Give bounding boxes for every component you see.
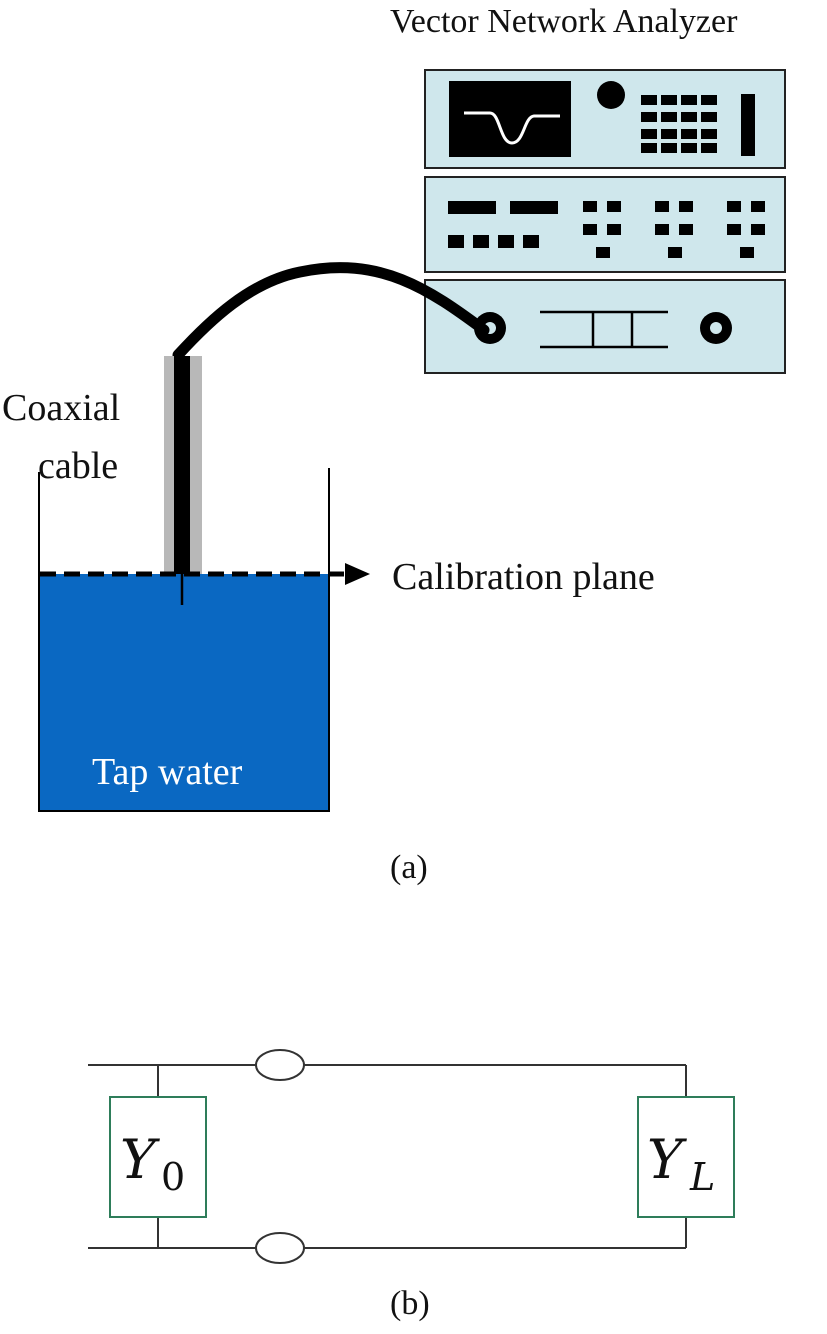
figure-a: Vector Network Analyzer <box>2 3 786 886</box>
vna-connector-symbol <box>540 310 668 349</box>
vna-screen <box>449 81 571 157</box>
yl-subscript: L <box>689 1155 715 1199</box>
instrument-label: Vector Network Analyzer <box>390 3 738 40</box>
vna-knob-icon <box>597 81 625 109</box>
vna-control-buttons <box>448 201 765 258</box>
caption-b: (b) <box>390 1285 430 1322</box>
vna-port-2-icon <box>700 312 732 344</box>
y0-symbol: Y <box>120 1128 160 1191</box>
water-container <box>38 468 330 812</box>
top-terminal-icon <box>255 1049 305 1081</box>
caption-a: (a) <box>390 849 428 886</box>
vna-screen-trace-icon <box>464 111 560 145</box>
cable-probe <box>174 356 190 574</box>
cable-label-line1: Coaxial <box>2 387 120 429</box>
admittance-yl: Y L <box>637 1096 735 1218</box>
figure-b: Y 0 Y L (b) <box>88 1049 735 1322</box>
y0-subscript: 0 <box>161 1155 185 1199</box>
tap-water <box>40 574 330 810</box>
admittance-y0: Y 0 <box>109 1096 207 1218</box>
calibration-plane-arrowhead-icon <box>345 563 370 585</box>
tap-water-label: Tap water <box>92 751 243 793</box>
cable-label-line2: cable <box>38 445 118 487</box>
calibration-plane-label: Calibration plane <box>392 556 655 598</box>
bottom-terminal-icon <box>255 1232 305 1264</box>
circuit-wires <box>88 1064 687 1249</box>
vna-keypad <box>641 95 717 153</box>
yl-symbol: Y <box>647 1128 687 1191</box>
vector-network-analyzer <box>424 69 786 374</box>
vna-slot <box>741 94 755 156</box>
coaxial-cable <box>172 262 490 361</box>
